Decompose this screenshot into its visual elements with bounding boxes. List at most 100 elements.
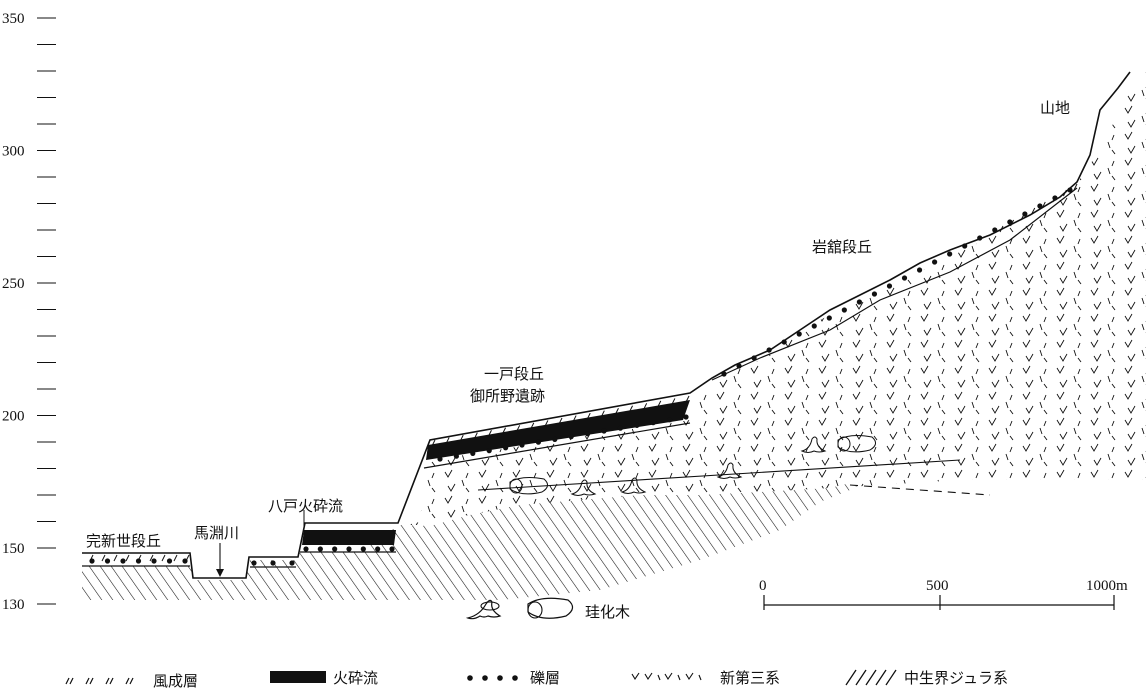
- gravel-dot: [519, 442, 525, 448]
- scale-bar: 0 500 1000m: [759, 578, 1128, 610]
- aeolian-tick: [657, 400, 662, 408]
- aeolian-tick: [502, 427, 507, 435]
- gravel-dot: [932, 259, 938, 265]
- gravel-dot: [871, 291, 878, 297]
- gravel-dot: [437, 456, 443, 462]
- legend-label-neogene: 新第三系: [720, 669, 780, 687]
- gravel-dot: [270, 560, 276, 566]
- gravel-dot: [856, 299, 862, 305]
- gravel-dot: [667, 417, 673, 423]
- gravel-dot: [503, 445, 509, 451]
- gravel-dot: [617, 425, 624, 431]
- aeolian-tick: [1031, 207, 1036, 215]
- gravel-dot: [992, 227, 998, 233]
- gravel-dot: [781, 339, 787, 345]
- gravel-dot: [751, 355, 757, 361]
- y-tick-label: 350: [2, 11, 25, 27]
- gravel-dot: [721, 371, 727, 377]
- gravel-dot: [796, 331, 802, 337]
- gravel-dot: [683, 414, 689, 420]
- aeolian-tick: [516, 425, 521, 432]
- label-holocene-terrace: 完新世段丘: [86, 532, 161, 550]
- aeolian-marks: [89, 183, 1078, 562]
- gravel-dot: [346, 546, 352, 552]
- gravel-dot: [568, 434, 574, 440]
- gravel-dot: [634, 422, 640, 428]
- aeolian-tick: [1010, 219, 1015, 227]
- legend-item-gravel: 礫層: [467, 669, 560, 687]
- aeolian-tick: [89, 554, 94, 562]
- aeolian-tick: [1041, 201, 1046, 209]
- y-tick-label: 200: [2, 409, 25, 425]
- gravel-dot: [470, 450, 476, 456]
- aeolian-tick: [530, 422, 535, 430]
- aeolian-tick: [544, 420, 549, 427]
- stump-mark: [620, 477, 647, 494]
- aeolian-tick: [999, 225, 1004, 233]
- stump-mark: [800, 436, 827, 453]
- gravel-dot: [977, 235, 983, 241]
- log-mark: [509, 477, 548, 495]
- gravel-dot: [375, 546, 381, 552]
- ground-surface: [82, 71, 1131, 579]
- aeolian-tick: [473, 432, 478, 439]
- gravel-dot: [332, 546, 338, 552]
- gravel-dot: [901, 275, 908, 281]
- legend-label-pyroclastic: 火砕流: [333, 669, 378, 687]
- silicified-wood-label: 珪化木: [585, 603, 630, 621]
- gravel-dot: [811, 323, 817, 329]
- legend-label-gravel: 礫層: [530, 669, 560, 687]
- aeolian-tick: [125, 554, 130, 562]
- gravel-dot: [601, 428, 607, 434]
- y-tick-label: 250: [2, 276, 25, 292]
- aeolian-tick: [185, 554, 190, 562]
- gravel-dot: [766, 347, 772, 353]
- y-tick-label: 150: [2, 541, 25, 557]
- silicified-wood-marks: [509, 435, 876, 496]
- aeolian-tick: [149, 554, 154, 562]
- aeolian-tick: [558, 417, 563, 425]
- aeolian-tick: [1020, 213, 1025, 221]
- jurassic-layer: [82, 483, 850, 600]
- gravel-dot: [826, 315, 832, 321]
- gravel-dot: [886, 283, 893, 289]
- legend-label-aeolian: 風成層: [153, 672, 198, 690]
- gravel-dot: [736, 363, 742, 369]
- label-goshono-site: 御所野遺跡: [470, 387, 545, 405]
- aeolian-tick: [572, 415, 577, 422]
- legend-item-neogene: 新第三系: [631, 669, 780, 687]
- label-ichinohe-terrace: 一戸段丘: [484, 365, 544, 383]
- aeolian-tick: [459, 434, 464, 442]
- aeolian-tick: [586, 412, 591, 420]
- legend-item-pyroclastic: 火砕流: [270, 669, 378, 687]
- gravel-dot: [1007, 219, 1013, 225]
- gravel-dot: [841, 307, 847, 313]
- aeolian-tick: [487, 429, 492, 437]
- silicified-wood-key: 珪化木: [465, 597, 630, 621]
- legend-item-aeolian: 風成層: [65, 672, 198, 690]
- gravel-dot: [552, 436, 558, 442]
- gravel-dot: [289, 560, 295, 566]
- aeolian-tick: [137, 554, 142, 562]
- aeolian-tick: [173, 554, 178, 562]
- aeolian-tick: [445, 437, 450, 444]
- gravel-dot: [453, 453, 459, 459]
- y-tick-label: 130: [2, 597, 25, 613]
- scale-label-0: 0: [759, 578, 767, 594]
- log-mark: [837, 435, 876, 453]
- gravel-dot: [120, 558, 126, 564]
- aeolian-tick: [671, 398, 676, 405]
- gravel-dot: [962, 243, 968, 249]
- gravel-dot: [166, 558, 173, 564]
- legend: 風成層 火砕流 礫層 新第三系 中生界ジュラ系: [65, 669, 1008, 690]
- aeolian-tick: [643, 403, 648, 410]
- gravel-dot: [1067, 187, 1073, 193]
- aeolian-tick: [1073, 183, 1078, 191]
- scale-label-1000m: 1000m: [1086, 578, 1128, 594]
- aeolian-tick: [1052, 195, 1057, 203]
- gravel-dot: [1037, 203, 1043, 209]
- gravel-dot: [916, 267, 923, 273]
- aeolian-tick: [113, 554, 118, 562]
